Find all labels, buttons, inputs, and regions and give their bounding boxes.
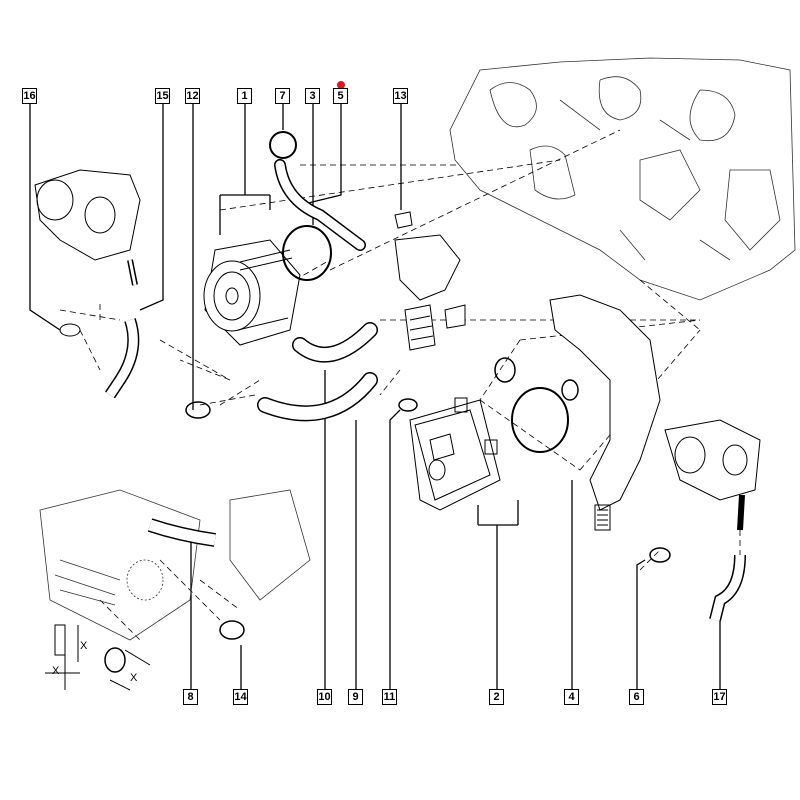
o-ring-small-2 — [561, 379, 579, 401]
callout-16: 16 — [22, 88, 37, 104]
callout-10: 10 — [317, 689, 332, 705]
bolt-13 — [394, 211, 413, 229]
o-ring-7 — [269, 131, 297, 159]
callout-12: 12 — [185, 88, 200, 104]
dimension-x-label: X — [52, 665, 60, 677]
callout-6: 6 — [629, 689, 644, 705]
callout-11: 11 — [382, 689, 397, 705]
dimension-x-label: X — [130, 672, 138, 684]
clamp-16 — [59, 323, 81, 337]
clamp-11 — [398, 398, 418, 412]
o-ring-3 — [282, 225, 332, 281]
callout-17: 17 — [712, 689, 727, 705]
oil-cooler-round — [203, 239, 301, 346]
callout-14: 14 — [233, 689, 248, 705]
callout-5: 5 — [333, 88, 348, 104]
callout-1: 1 — [237, 88, 252, 104]
callout-2: 2 — [489, 689, 504, 705]
engine-block — [449, 57, 796, 301]
callout-9: 9 — [348, 689, 363, 705]
callout-13: 13 — [393, 88, 408, 104]
callout-15: 15 — [155, 88, 170, 104]
engine-lower — [39, 489, 311, 641]
callout-4: 4 — [564, 689, 579, 705]
callout-7: 7 — [275, 88, 290, 104]
thermostat-housing — [394, 234, 466, 351]
marker-dot — [337, 81, 345, 89]
water-outlet — [549, 294, 661, 511]
clamp-12 — [185, 401, 211, 419]
oil-cooler-plate — [409, 397, 501, 511]
dimension-detail — [45, 624, 151, 691]
leader-lines — [29, 104, 721, 689]
clamp-6 — [649, 547, 671, 563]
turbo-left — [34, 169, 141, 286]
callout-3: 3 — [305, 88, 320, 104]
o-ring-large — [511, 387, 569, 453]
o-ring-small-1 — [494, 357, 516, 383]
dimension-x-label: X — [80, 640, 88, 652]
turbo-right — [664, 419, 761, 531]
clamp-14 — [219, 620, 245, 640]
callout-8: 8 — [183, 689, 198, 705]
